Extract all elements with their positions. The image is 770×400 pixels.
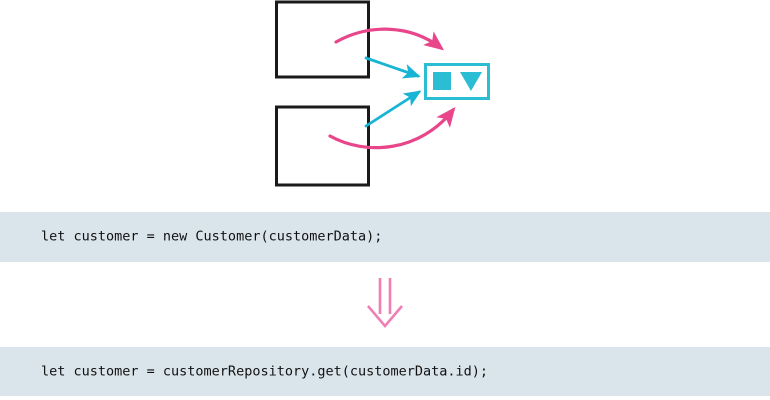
pink-arc-bottom	[328, 106, 456, 150]
code-block-after: let customer = customerRepository.get(cu…	[0, 347, 770, 396]
diagram-area	[275, 0, 490, 187]
down-triangle-icon	[460, 72, 482, 91]
filled-square-icon	[433, 72, 451, 90]
pink-arc-top	[334, 27, 445, 51]
cyan-arrow-bottom	[364, 90, 422, 128]
cyan-arrow-top	[364, 56, 421, 79]
diagram-canvas	[275, 0, 490, 187]
empty-square-top	[275, 0, 370, 79]
code-block-before: let customer = new Customer(customerData…	[0, 212, 770, 262]
code-before-text: let customer = new Customer(customerData…	[41, 228, 383, 245]
code-after-text: let customer = customerRepository.get(cu…	[41, 362, 489, 379]
double-down-arrow-icon	[367, 278, 403, 329]
